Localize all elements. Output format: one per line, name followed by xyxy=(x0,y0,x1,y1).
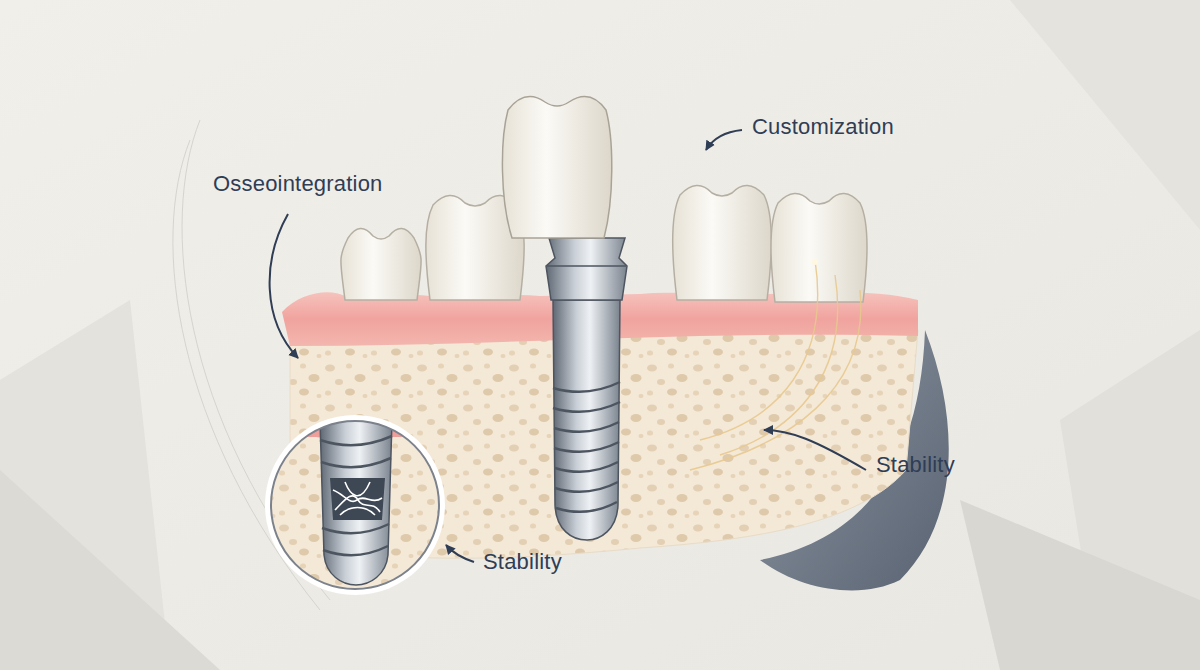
implant-abutment xyxy=(546,238,627,300)
inset-bone xyxy=(271,421,439,589)
inset-border xyxy=(271,421,439,589)
implant-threads xyxy=(553,382,620,512)
abutment-edge xyxy=(547,265,626,267)
tooth xyxy=(771,193,867,302)
tooth xyxy=(673,185,771,300)
stability-swoosh-lines xyxy=(690,260,861,470)
background-facet xyxy=(960,500,1200,670)
inset-ring xyxy=(265,415,445,595)
implant-screw xyxy=(553,300,620,540)
callout-label: Osseointegration xyxy=(213,171,383,197)
background-facet xyxy=(1010,0,1200,230)
tooth xyxy=(341,228,421,300)
background-facet xyxy=(0,470,220,670)
callout-label: Stability xyxy=(483,549,562,575)
callout-label: Customization xyxy=(752,114,894,140)
leader-arrow xyxy=(446,545,474,562)
implant-crown xyxy=(502,97,611,238)
inset-detail xyxy=(270,415,440,585)
leader-arrow xyxy=(270,214,298,358)
sparkle xyxy=(812,259,818,265)
callout-label: Stability xyxy=(876,452,955,478)
leader-arrow xyxy=(706,130,742,150)
leader-arrow xyxy=(764,430,866,470)
